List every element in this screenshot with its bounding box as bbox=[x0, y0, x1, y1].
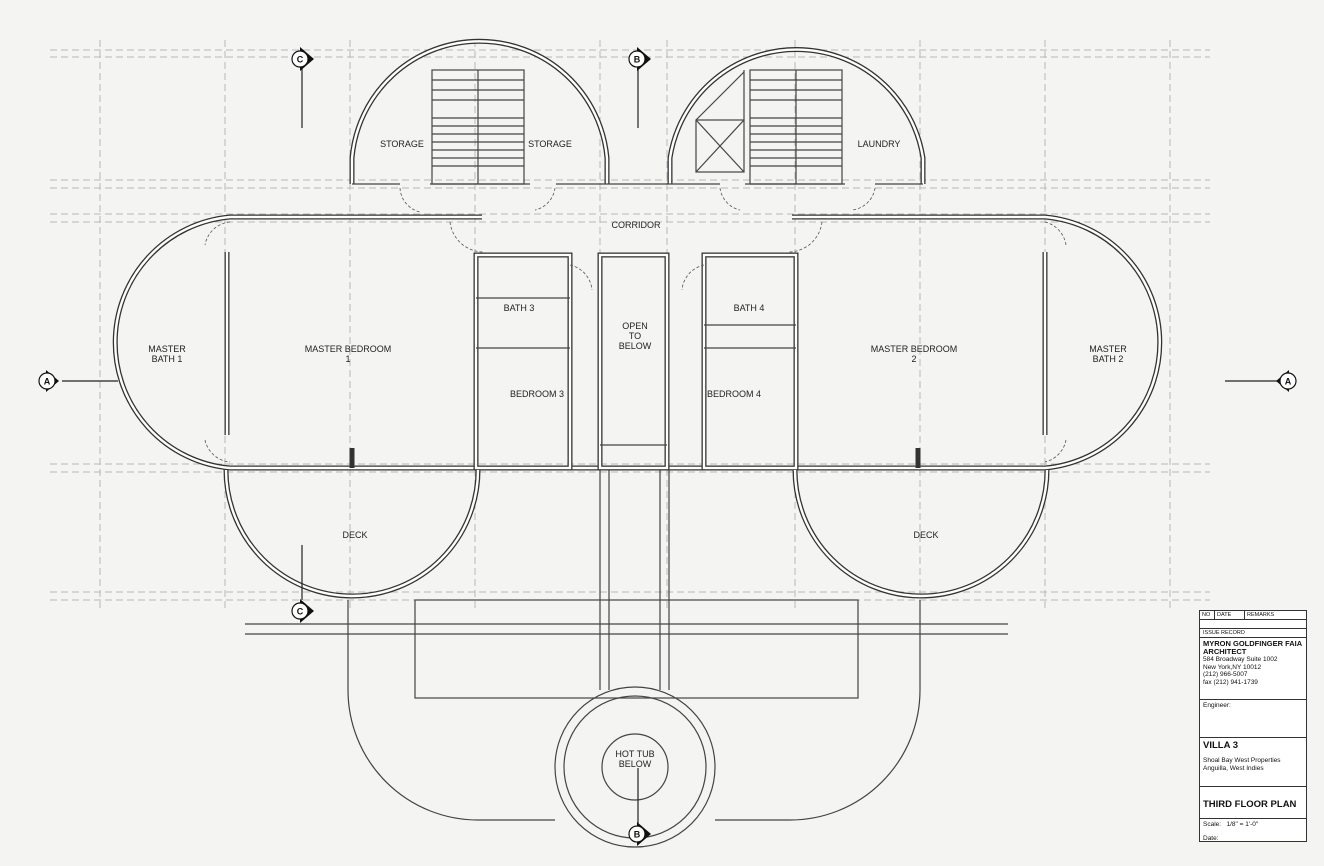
engineer-label: Engineer: bbox=[1203, 702, 1231, 709]
date-label: Date: bbox=[1203, 834, 1219, 842]
col-no: NO bbox=[1200, 611, 1215, 619]
room-label-open-to-below-line3: BELOW bbox=[619, 341, 652, 351]
grid-lines bbox=[50, 40, 1210, 610]
issue-table-header: NO DATE REMARKS bbox=[1200, 611, 1306, 620]
section-marker-a-right: A bbox=[1276, 370, 1297, 392]
section-label-a-right: A bbox=[1285, 377, 1292, 387]
door-swings bbox=[204, 187, 1067, 463]
section-label-c-top: C bbox=[297, 55, 304, 65]
architect-title: ARCHITECT bbox=[1203, 647, 1247, 656]
room-label-bath-3: BATH 3 bbox=[504, 303, 535, 313]
phone: (212) 966-5007 bbox=[1203, 671, 1248, 678]
section-marker-c-bottom: C bbox=[291, 599, 314, 623]
room-label-storage-right: STORAGE bbox=[528, 139, 572, 149]
title-block: NO DATE REMARKS ISSUE RECORD MYRON GOLDF… bbox=[1199, 610, 1307, 842]
room-label-bath-4: BATH 4 bbox=[734, 303, 765, 313]
room-label-master-bedroom-2-line1: MASTER BEDROOM bbox=[871, 344, 958, 354]
address-line-2: New York,NY 10012 bbox=[1203, 663, 1262, 671]
room-label-master-bedroom-1-line2: 1 bbox=[345, 354, 350, 364]
room-label-corridor: CORRIDOR bbox=[612, 220, 661, 230]
room-label-bedroom-4: BEDROOM 4 bbox=[707, 389, 761, 399]
address-line-1: 584 Broadway Suite 1002 bbox=[1203, 656, 1278, 663]
room-label-bedroom-3: BEDROOM 3 bbox=[510, 389, 564, 399]
room-label-master-bedroom-2-line2: 2 bbox=[911, 354, 916, 364]
section-markers: A A B B C C bbox=[38, 47, 1297, 846]
section-marker-c-top: C bbox=[291, 47, 314, 71]
lower-level-outline bbox=[245, 470, 1008, 848]
room-label-master-bath-2-line2: BATH 2 bbox=[1093, 354, 1124, 364]
scale-date-block: Scale: 1/8" = 1'-0" Date: bbox=[1200, 819, 1306, 844]
architect-block: MYRON GOLDFINGER FAIA ARCHITECT 584 Broa… bbox=[1200, 638, 1306, 700]
room-label-master-bath-1-line1: MASTER bbox=[148, 344, 186, 354]
section-label-b-bottom: B bbox=[634, 830, 641, 840]
section-marker-b-bottom: B bbox=[628, 822, 651, 846]
room-label-deck-left: DECK bbox=[342, 530, 367, 540]
room-label-storage-left: STORAGE bbox=[380, 139, 424, 149]
section-label-b-top: B bbox=[634, 55, 641, 65]
fax: fax (212) 941-1739 bbox=[1203, 678, 1258, 686]
room-label-master-bath-1-line2: BATH 1 bbox=[152, 354, 183, 364]
room-labels: STORAGE STORAGE LAUNDRY CORRIDOR MASTER … bbox=[148, 139, 1127, 769]
section-label-c-bottom: C bbox=[297, 607, 304, 617]
section-label-a-left: A bbox=[44, 377, 51, 387]
client-line-1: Shoal Bay West Properties bbox=[1203, 757, 1281, 764]
project-name: VILLA 3 bbox=[1203, 740, 1239, 751]
client-line-2: Anguilla, West Indies bbox=[1203, 764, 1264, 772]
walls bbox=[112, 38, 1163, 599]
issue-record-label: ISSUE RECORD bbox=[1200, 629, 1306, 638]
engineer-block: Engineer: bbox=[1200, 700, 1306, 738]
col-remarks: REMARKS bbox=[1247, 612, 1275, 618]
col-date: DATE bbox=[1215, 611, 1245, 619]
room-label-master-bath-2-line1: MASTER bbox=[1089, 344, 1127, 354]
room-label-hot-tub-line1: HOT TUB bbox=[615, 749, 654, 759]
room-label-laundry: LAUNDRY bbox=[858, 139, 901, 149]
project-block: VILLA 3 Shoal Bay West Properties Anguil… bbox=[1200, 738, 1306, 787]
room-label-open-to-below-line1: OPEN bbox=[622, 321, 648, 331]
room-label-hot-tub-line2: BELOW bbox=[619, 759, 652, 769]
room-label-deck-right: DECK bbox=[913, 530, 938, 540]
section-marker-b-top: B bbox=[628, 47, 651, 71]
room-label-master-bedroom-1-line1: MASTER BEDROOM bbox=[305, 344, 392, 354]
sheet-title: THIRD FLOOR PLAN bbox=[1203, 799, 1297, 810]
scale-label: Scale: bbox=[1203, 821, 1222, 828]
scale-value: 1/8" = 1'-0" bbox=[1226, 821, 1259, 828]
architect-name: MYRON GOLDFINGER FAIA bbox=[1203, 639, 1303, 648]
sheet-title-block: THIRD FLOOR PLAN bbox=[1200, 787, 1306, 819]
room-label-open-to-below-line2: TO bbox=[629, 331, 641, 341]
section-marker-a-left: A bbox=[38, 370, 59, 392]
